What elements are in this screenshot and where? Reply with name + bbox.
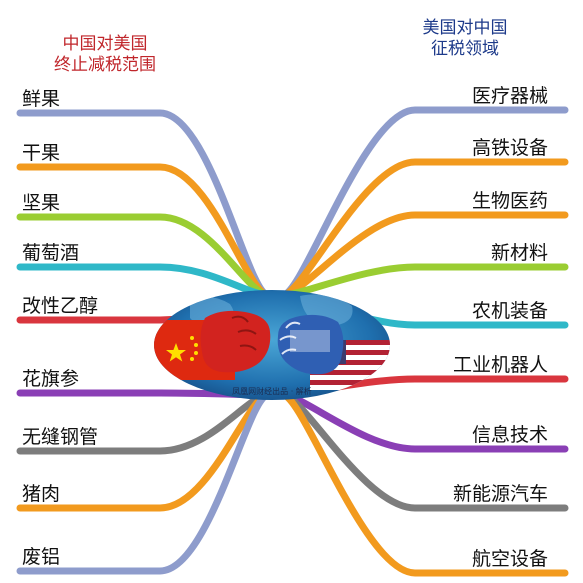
right-item-label: 农机装备 bbox=[471, 300, 548, 322]
left-item-label: 葡萄酒 bbox=[22, 242, 80, 264]
left-item-label: 花旗参 bbox=[22, 368, 80, 390]
right-item-label: 信息技术 bbox=[471, 424, 548, 446]
center-caption: 凤凰网财经出品 · 解析 bbox=[232, 386, 312, 396]
right-item-label: 高铁设备 bbox=[471, 137, 548, 159]
red-fist bbox=[200, 310, 271, 373]
left-item-label: 无缝钢管 bbox=[22, 426, 99, 448]
right-item-label: 工业机器人 bbox=[452, 354, 548, 376]
right-heading-line-2: 征税领域 bbox=[431, 39, 499, 59]
right-item-label: 航空设备 bbox=[471, 548, 548, 570]
right-item-label: 新材料 bbox=[490, 242, 548, 264]
right-item-label: 医疗器械 bbox=[471, 85, 548, 107]
left-item-label: 改性乙醇 bbox=[22, 295, 99, 317]
blue-fist bbox=[277, 314, 344, 375]
right-heading-line-1: 美国对中国 bbox=[422, 18, 508, 38]
left-item-label: 废铝 bbox=[22, 546, 61, 568]
left-item-label: 干果 bbox=[22, 142, 61, 164]
left-item-label: 猪肉 bbox=[22, 483, 61, 505]
left-item-label: 坚果 bbox=[22, 192, 61, 214]
left-heading: 中国对美国 终止减税范围 bbox=[40, 34, 170, 76]
right-heading: 美国对中国 征税领域 bbox=[400, 18, 530, 60]
right-item-label: 生物医药 bbox=[471, 190, 548, 212]
left-item-label: 鲜果 bbox=[22, 88, 61, 110]
left-heading-line-1: 中国对美国 bbox=[62, 34, 148, 54]
left-heading-line-2: 终止减税范围 bbox=[54, 55, 156, 75]
right-item-label: 新能源汽车 bbox=[452, 483, 548, 505]
left-branch-line bbox=[16, 391, 272, 575]
right-branch-line bbox=[279, 391, 569, 577]
